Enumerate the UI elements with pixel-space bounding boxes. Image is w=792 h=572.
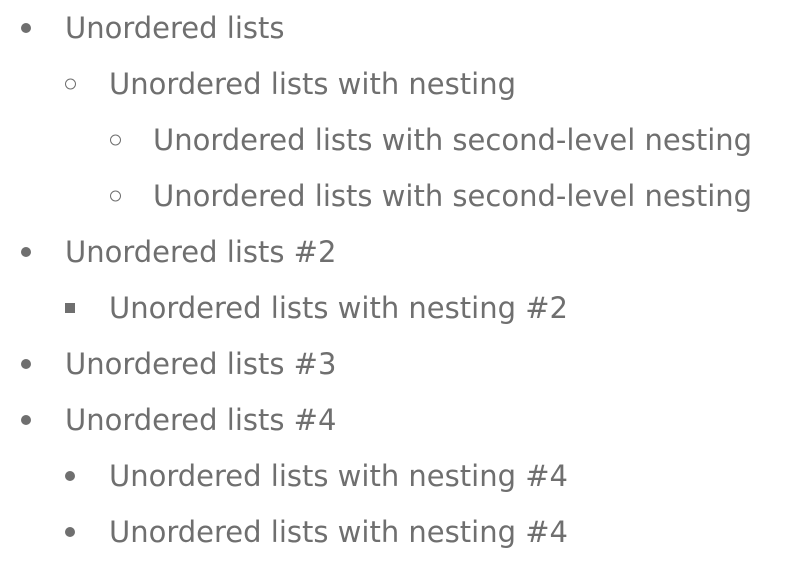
square-bullet-icon <box>65 303 75 313</box>
list-item: Unordered lists with nesting #4 <box>0 504 792 560</box>
list-item-label: Unordered lists with nesting #4 <box>109 458 568 493</box>
list-item-label: Unordered lists #4 <box>65 402 337 437</box>
list-item: Unordered lists #2 <box>0 224 792 280</box>
circle-bullet-icon <box>110 134 121 146</box>
list-item-label: Unordered lists with nesting #2 <box>109 290 568 325</box>
disc-bullet-icon <box>21 359 31 369</box>
unordered-list: Unordered lists Unordered lists with nes… <box>0 0 792 560</box>
list-item: Unordered lists #3 <box>0 336 792 392</box>
list-item-label: Unordered lists with second-level nestin… <box>153 178 753 213</box>
disc-bullet-icon <box>21 247 31 257</box>
list-item: Unordered lists with second-level nestin… <box>0 112 792 168</box>
list-item-label: Unordered lists #3 <box>65 346 337 381</box>
disc-bullet-icon <box>65 527 75 537</box>
list-item-label: Unordered lists with second-level nestin… <box>153 122 753 157</box>
list-item: Unordered lists #4 <box>0 392 792 448</box>
list-item-label: Unordered lists #2 <box>65 234 337 269</box>
list-item: Unordered lists with nesting #4 <box>0 448 792 504</box>
list-item: Unordered lists with nesting <box>0 56 792 112</box>
disc-bullet-icon <box>21 23 31 33</box>
list-item: Unordered lists with nesting #2 <box>0 280 792 336</box>
circle-bullet-icon <box>65 78 76 90</box>
list-item: Unordered lists with second-level nestin… <box>0 168 792 224</box>
disc-bullet-icon <box>65 471 75 481</box>
disc-bullet-icon <box>21 415 31 425</box>
list-item: Unordered lists <box>0 0 792 56</box>
list-item-label: Unordered lists <box>65 10 285 45</box>
circle-bullet-icon <box>110 190 121 202</box>
list-item-label: Unordered lists with nesting <box>109 66 516 101</box>
list-item-label: Unordered lists with nesting #4 <box>109 514 568 549</box>
